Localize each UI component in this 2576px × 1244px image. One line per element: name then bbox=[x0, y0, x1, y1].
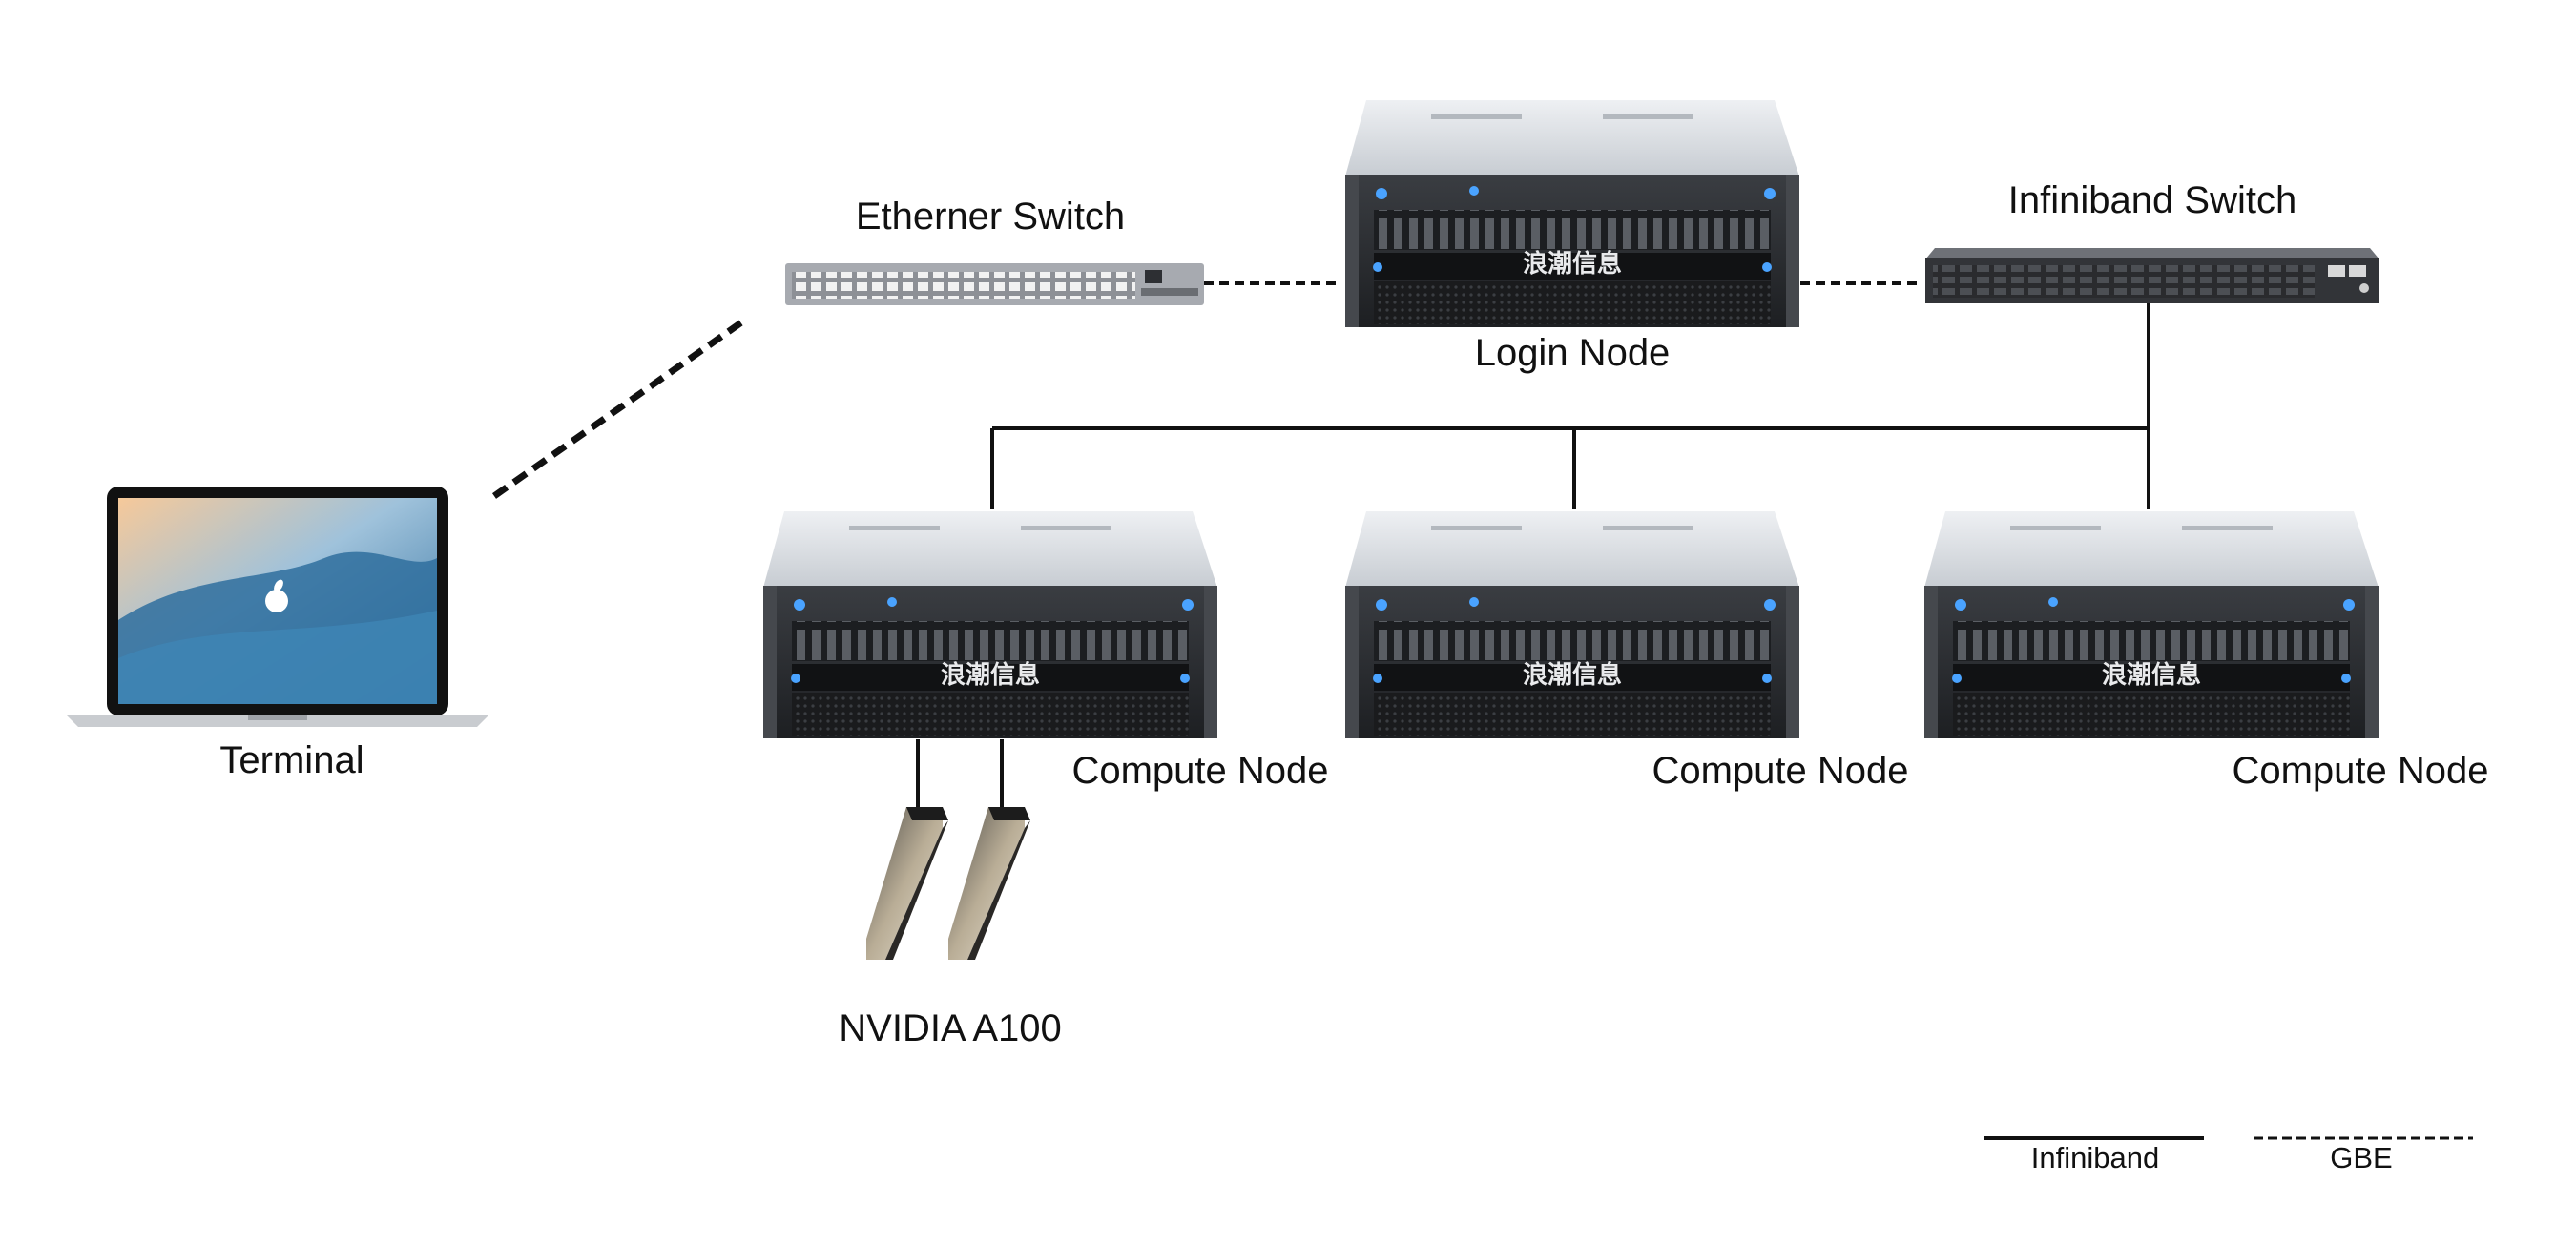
login-node-label: Login Node bbox=[1474, 332, 1671, 374]
terminal-laptop bbox=[67, 487, 488, 727]
infiniband-switch-label: Infiniband Switch bbox=[2007, 179, 2297, 221]
compute-node-2-server: 浪潮信息 bbox=[1345, 511, 1799, 738]
infiniband-tree bbox=[990, 303, 2150, 509]
compute-node-3-label: Compute Node bbox=[2232, 750, 2489, 792]
gbe-link-terminal-ethernet bbox=[491, 318, 747, 499]
compute-node-3-brand: 浪潮信息 bbox=[2102, 660, 2201, 690]
login-node-brand: 浪潮信息 bbox=[1523, 249, 1622, 279]
apple-icon bbox=[265, 579, 288, 612]
gpu-label: NVIDIA A100 bbox=[839, 1007, 1062, 1049]
login-node-server: 浪潮信息 bbox=[1345, 100, 1799, 327]
compute-node-1-server: 浪潮信息 bbox=[763, 511, 1217, 738]
ethernet-switch bbox=[785, 263, 1204, 305]
ethernet-switch-label: Etherner Switch bbox=[855, 196, 1126, 238]
compute-node-3-server: 浪潮信息 bbox=[1924, 511, 2379, 738]
legend-gbe-label: GBE bbox=[2330, 1141, 2393, 1174]
terminal-label: Terminal bbox=[219, 739, 364, 781]
compute-node-2-label: Compute Node bbox=[1652, 750, 1909, 792]
gpu-card-2 bbox=[948, 807, 1030, 960]
infiniband-switch bbox=[1925, 248, 2379, 303]
gpu-card-1 bbox=[866, 807, 948, 960]
compute-node-1-label: Compute Node bbox=[1071, 750, 1329, 792]
compute-node-2-brand: 浪潮信息 bbox=[1523, 660, 1622, 690]
legend-infiniband-label: Infiniband bbox=[2030, 1141, 2160, 1174]
compute-node-1-brand: 浪潮信息 bbox=[941, 660, 1040, 690]
